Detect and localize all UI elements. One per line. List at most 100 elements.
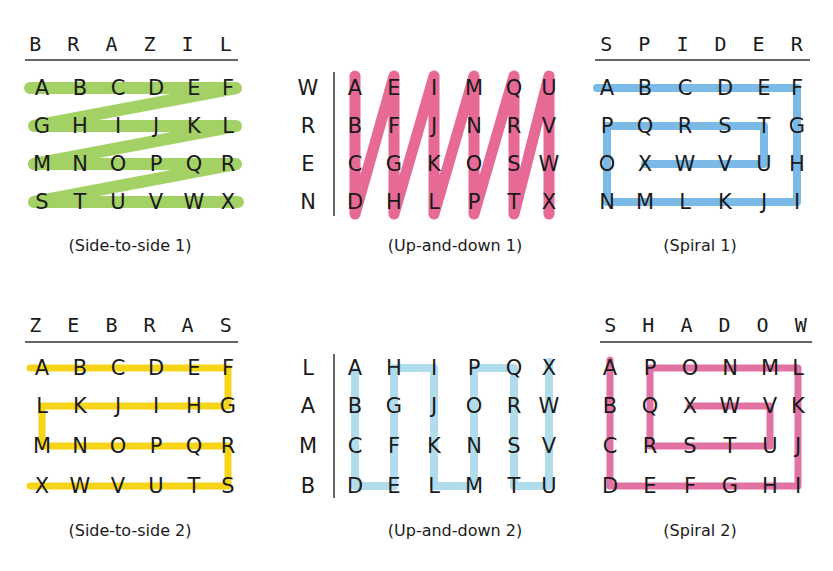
grid-letter: K (427, 152, 441, 176)
grid-letter: E (757, 76, 770, 100)
grid-letter: O (599, 152, 616, 176)
grid-letter: N (72, 434, 88, 458)
grid-letter: O (682, 356, 699, 380)
grid-letter: V (111, 474, 125, 498)
grid-letter: T (74, 190, 87, 214)
panel-caption: (Side-to-side 2) (68, 521, 191, 540)
grid-letter: C (348, 152, 363, 176)
grid-letter: I (115, 114, 121, 138)
grid-letter: C (348, 434, 363, 458)
grid-letter: F (684, 474, 696, 498)
grid-letter: H (762, 474, 778, 498)
grid-letter: E (187, 76, 200, 100)
grid-letter: C (111, 76, 126, 100)
grid-letter: E (187, 356, 200, 380)
grid-letter: J (795, 434, 801, 458)
grid-letter: M (33, 152, 51, 176)
keyword-letter: R (301, 114, 316, 138)
grid-letter: X (683, 394, 697, 418)
grid-letter: Q (186, 152, 203, 176)
grid-letter: N (466, 434, 482, 458)
grid-letter: I (431, 76, 437, 100)
grid-letter: G (789, 114, 805, 138)
grid-letter: P (601, 114, 614, 138)
keyword-letter: B (301, 474, 315, 498)
blue-spiral (597, 88, 797, 202)
grid-letter: K (427, 434, 441, 458)
grid-letter: D (602, 474, 618, 498)
panel-caption: (Side-to-side 1) (68, 236, 191, 255)
grid-letter: T (724, 434, 737, 458)
grid-letter: A (600, 76, 614, 100)
grid-letter: R (678, 114, 693, 138)
grid-letter: L (36, 394, 48, 418)
grid-letter: X (542, 190, 556, 214)
grid-letter: U (541, 474, 556, 498)
grid-letter: P (644, 356, 657, 380)
grid-letter: C (603, 434, 618, 458)
keyword-letter: E (301, 152, 314, 176)
yellow-snake (30, 368, 228, 486)
grid-letter: L (792, 356, 804, 380)
grid-letter: K (73, 394, 87, 418)
grid-letter: W (720, 394, 741, 418)
grid-letter: B (348, 114, 362, 138)
grid-letter: X (221, 190, 235, 214)
keyword: B R A Z I L (29, 32, 238, 56)
grid-letter: P (468, 356, 481, 380)
keyword: S P I D E R (600, 32, 809, 56)
grid-letter: E (387, 76, 400, 100)
grid-letter: U (148, 474, 163, 498)
grid-letter: W (539, 152, 560, 176)
grid-letter: Q (506, 356, 523, 380)
grid-letter: N (72, 152, 88, 176)
pink-zigzag (355, 76, 549, 214)
grid-letter: H (72, 114, 88, 138)
panel-caption: (Up-and-down 2) (388, 521, 522, 540)
keyword: Z E B R A S (29, 313, 238, 337)
keyword-letter: M (299, 434, 317, 458)
grid-letter: B (348, 394, 362, 418)
grid-letter: W (539, 394, 560, 418)
grid-letter: H (186, 394, 202, 418)
keyword-letter: N (300, 190, 316, 214)
grid-letter: J (761, 190, 767, 214)
grid-letter: B (603, 394, 617, 418)
grid-letter: V (718, 152, 732, 176)
keyword-letter: L (302, 356, 314, 380)
grid-letter: O (110, 152, 127, 176)
grid-letter: V (542, 114, 556, 138)
grid-letter: S (35, 190, 48, 214)
grid-letter: U (541, 76, 556, 100)
grid-letter: U (756, 152, 771, 176)
keyword-letter: W (298, 76, 319, 100)
grid-letter: N (466, 114, 482, 138)
grid-letter: D (347, 474, 363, 498)
grid-letter: T (508, 190, 521, 214)
keyword: S H A D O W (604, 313, 813, 337)
grid-letter: P (150, 434, 163, 458)
keyword-underline (595, 59, 810, 61)
grid-letter: M (33, 434, 51, 458)
grid-letter: B (73, 356, 87, 380)
grid-letter: M (465, 474, 483, 498)
grid-letter: P (468, 190, 481, 214)
grid-letter: I (431, 356, 437, 380)
keyword-underline (25, 59, 238, 61)
grid-letter: W (675, 152, 696, 176)
grid-letter: E (387, 474, 400, 498)
grid-letter: C (111, 356, 126, 380)
grid-letter: V (149, 190, 163, 214)
grid-letter: H (386, 190, 402, 214)
grid-letter: B (638, 76, 652, 100)
grid-letter: A (603, 356, 617, 380)
keyword-bar (333, 354, 335, 498)
grid-letter: N (599, 190, 615, 214)
green-zigzag (30, 88, 238, 202)
grid-letter: R (507, 394, 522, 418)
grid-letter: K (187, 114, 201, 138)
grid-letter: A (348, 356, 362, 380)
grid-letter: G (34, 114, 50, 138)
grid-letter: X (542, 356, 556, 380)
